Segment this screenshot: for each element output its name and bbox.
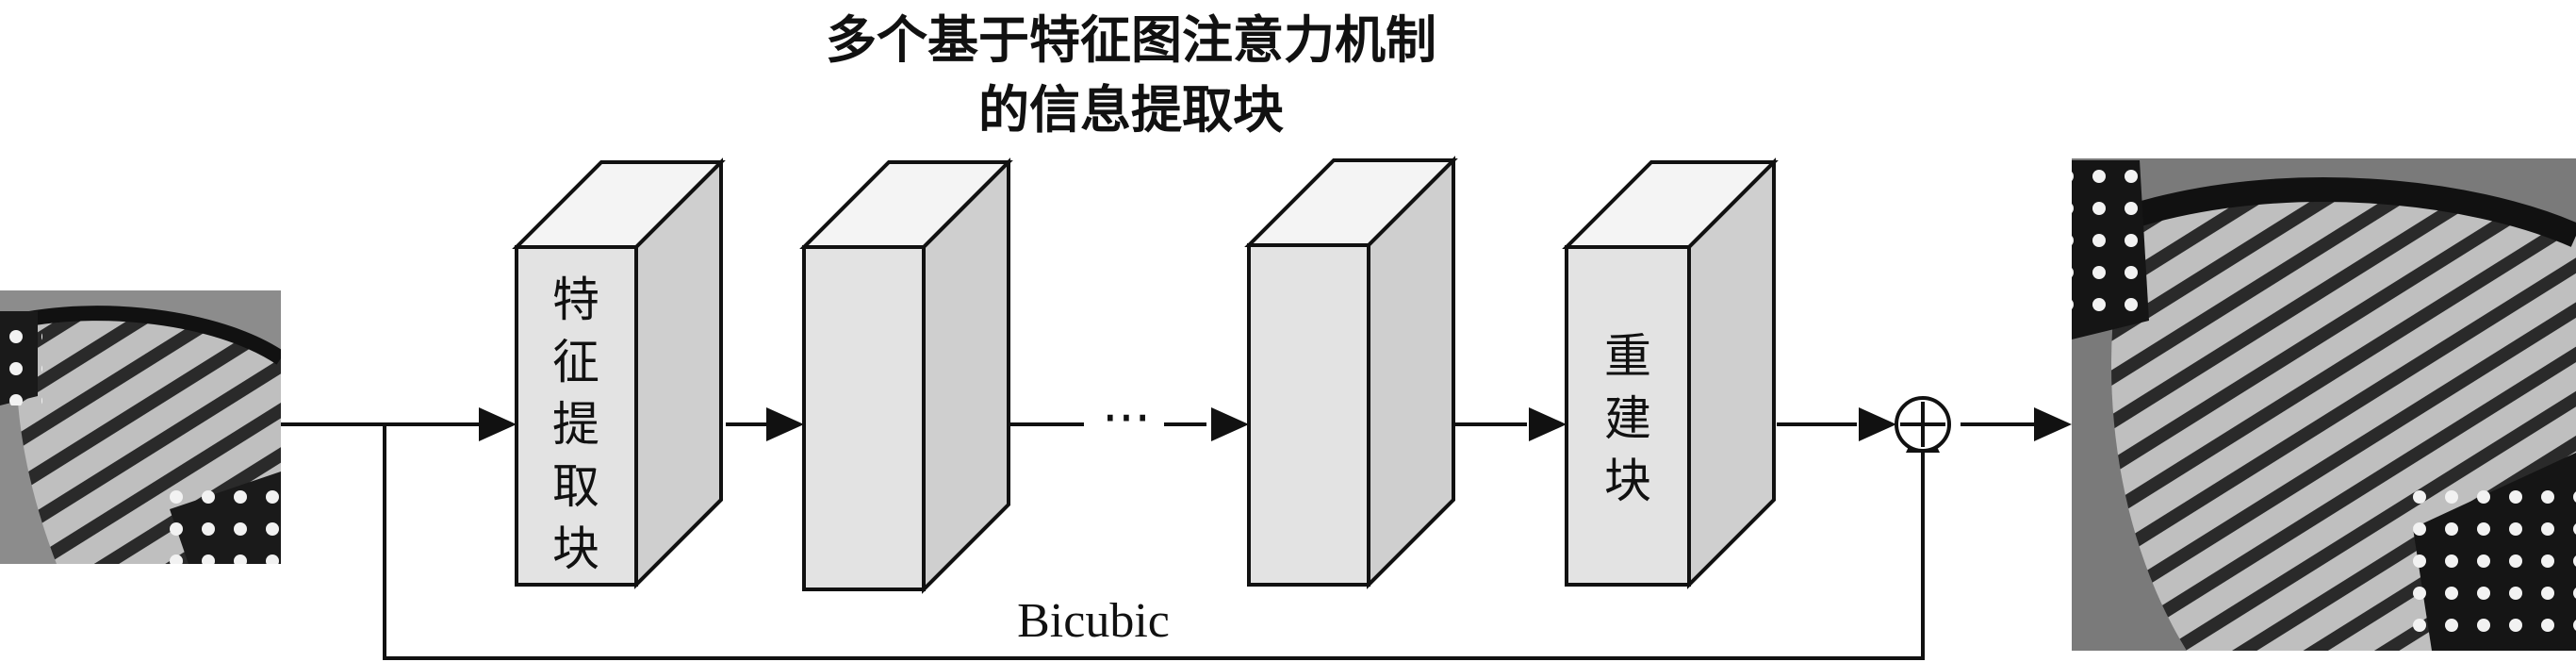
diagram-title-line-2: 的信息提取块 bbox=[978, 79, 1284, 140]
feature-extraction-label: 特征提取块 bbox=[552, 273, 599, 576]
rc-label-text: 重建块 bbox=[1604, 329, 1651, 508]
bicubic-label: Bicubic bbox=[1017, 594, 1170, 648]
attention-block-n bbox=[1244, 156, 1458, 589]
fe-label-text: 特征提取块 bbox=[552, 273, 599, 576]
reconstruction-label: 重建块 bbox=[1604, 329, 1651, 508]
input-image bbox=[0, 290, 281, 564]
output-image bbox=[2072, 158, 2576, 651]
diagram-title-line-1: 多个基于特征图注意力机制 bbox=[826, 9, 1436, 70]
attention-block-1 bbox=[799, 157, 1013, 594]
reconstruction-block bbox=[1562, 157, 1779, 589]
ellipsis-text: ··· bbox=[1102, 389, 1151, 448]
feature-extraction-block bbox=[512, 157, 726, 589]
main-flow-lines bbox=[281, 422, 2036, 660]
sum-node bbox=[1895, 396, 1951, 453]
